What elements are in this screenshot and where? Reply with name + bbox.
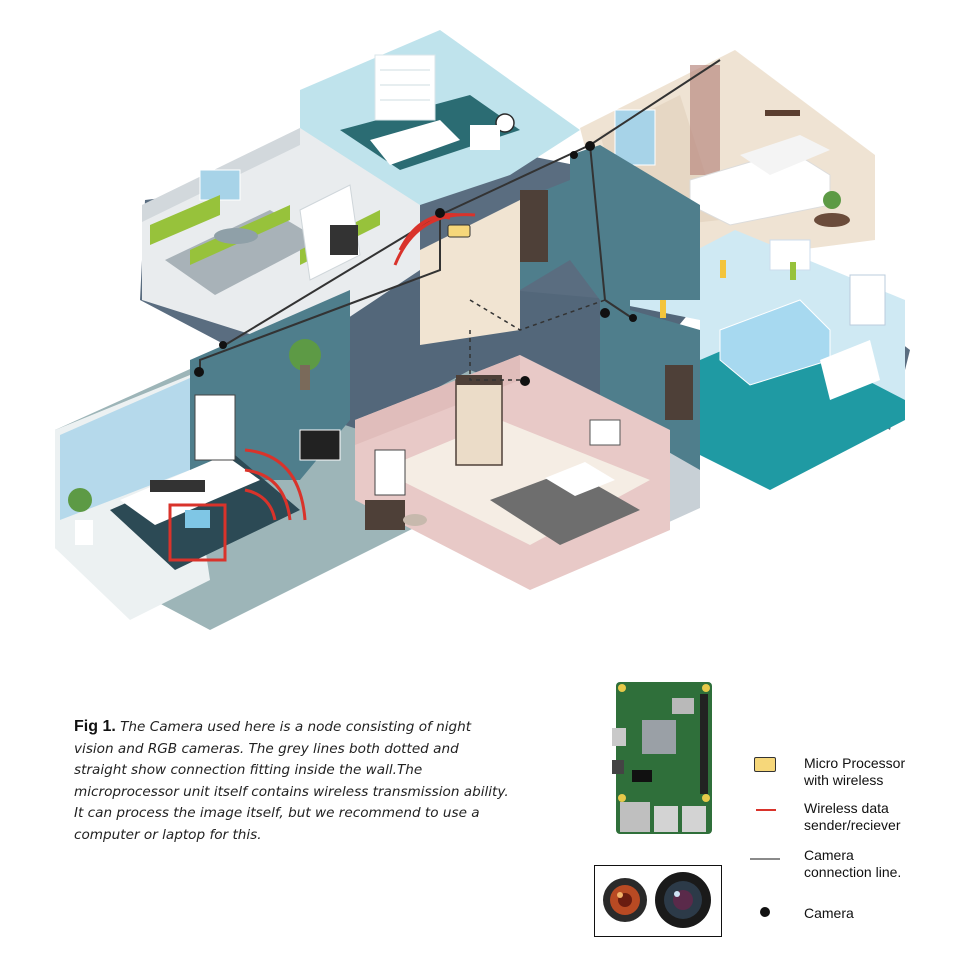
master-bedroom bbox=[355, 355, 670, 590]
bathroom-room bbox=[300, 30, 580, 205]
legend-label: Micro Processor with wireless bbox=[804, 755, 906, 788]
yellow-box-icon bbox=[754, 757, 776, 772]
office-room bbox=[55, 290, 350, 620]
figure-caption: Fig 1. The Camera used here is a node co… bbox=[74, 716, 574, 846]
figure-caption-text: The Camera used here is a node consistin… bbox=[74, 719, 509, 843]
legend-item-connection-line: Camera connection line. bbox=[742, 847, 942, 887]
camera-connection-lines bbox=[199, 59, 721, 372]
camera-dots bbox=[194, 141, 637, 386]
legend-item-camera: Camera bbox=[742, 905, 942, 945]
legend-item-micro-processor: Micro Processor with wireless bbox=[742, 755, 942, 795]
camera-lenses-photo bbox=[594, 865, 722, 937]
legend-item-wireless: Wireless data sender/reciever bbox=[742, 800, 942, 840]
red-line-icon bbox=[756, 809, 776, 811]
black-dot-icon bbox=[760, 907, 770, 917]
figure-label: Fig 1. bbox=[74, 718, 116, 735]
smart-home-floorplan-illustration bbox=[55, 30, 910, 630]
legend-label: Camera bbox=[804, 905, 854, 921]
grey-line-icon bbox=[750, 858, 780, 860]
raspberry-pi-board-icon bbox=[612, 682, 712, 834]
camera-connection-dotted bbox=[469, 299, 606, 381]
micro-processor-box bbox=[447, 224, 471, 238]
legend-label: Wireless data sender/reciever bbox=[804, 800, 901, 833]
legend-label: Camera connection line. bbox=[804, 847, 902, 880]
wireless-signal-arcs bbox=[244, 212, 476, 521]
kitchen-room bbox=[142, 128, 420, 350]
